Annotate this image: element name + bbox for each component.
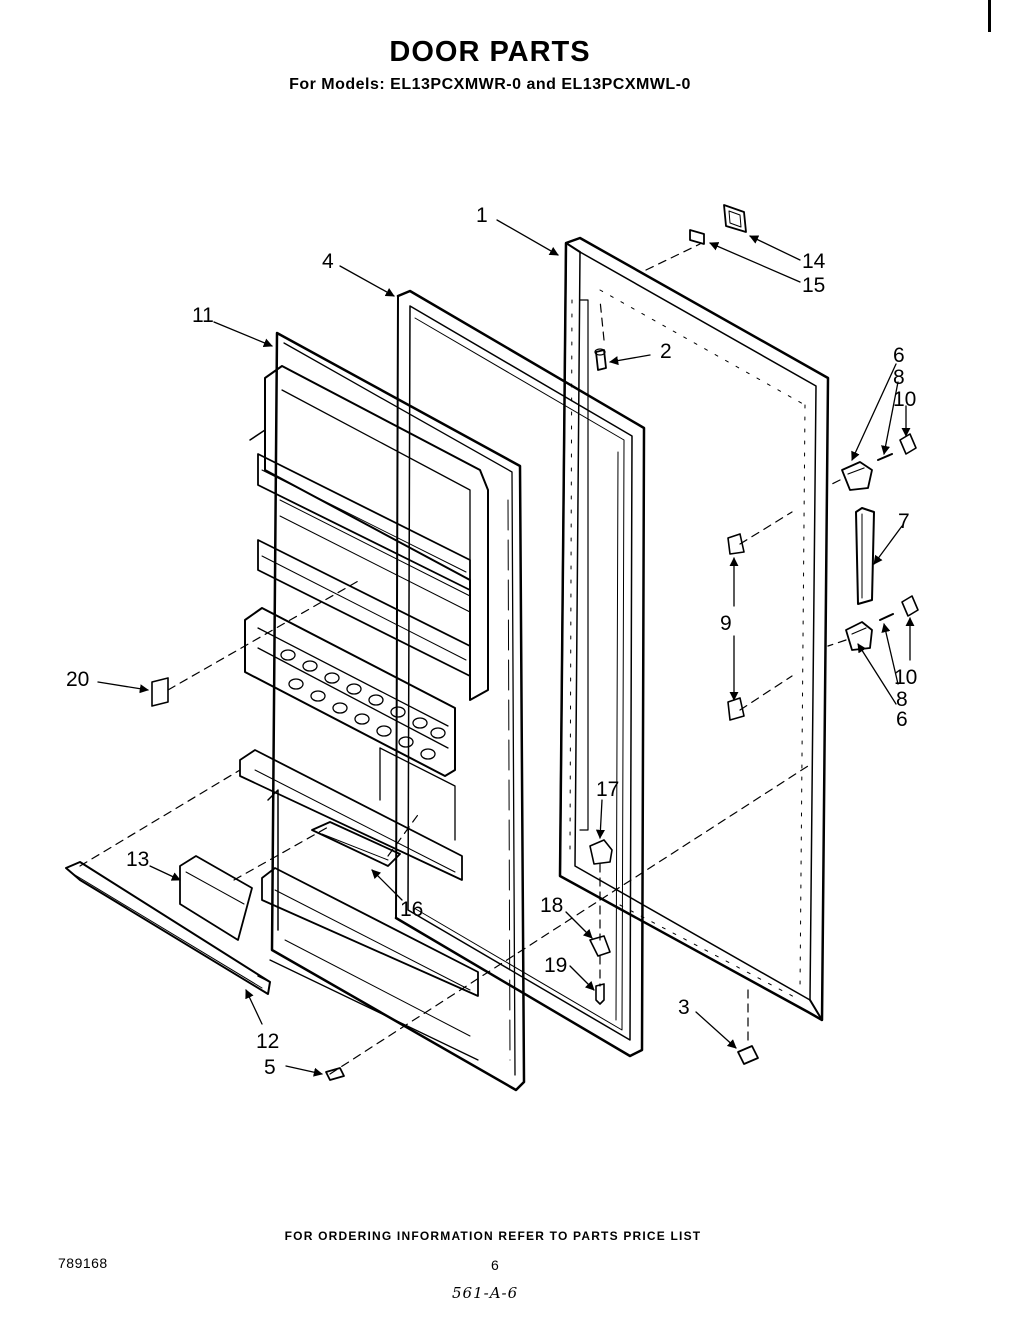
callout-10-bottom: 10 <box>894 666 917 689</box>
ordering-info-footer: FOR ORDERING INFORMATION REFER TO PARTS … <box>284 1229 702 1243</box>
callout-4: 4 <box>322 250 334 273</box>
callout-13: 13 <box>126 848 149 871</box>
callout-18: 18 <box>540 894 563 917</box>
callout-10-top: 10 <box>893 388 916 411</box>
callout-3: 3 <box>678 996 690 1019</box>
callout-20: 20 <box>66 668 89 691</box>
door-gasket <box>394 289 646 1058</box>
outer-door-panel <box>558 236 830 1022</box>
shelf-rail-16 <box>311 821 401 867</box>
callout-11: 11 <box>192 304 214 327</box>
label-20 <box>151 677 169 707</box>
shelf-bar-12 <box>65 861 271 995</box>
page-title: DOOR PARTS <box>389 36 591 68</box>
models-subtitle: For Models: EL13PCXMWR-0 and EL13PCXMWL-… <box>289 76 691 93</box>
bushing-2 <box>594 348 607 371</box>
bracket-18 <box>589 935 611 957</box>
bracket-17 <box>589 839 613 865</box>
callout-6-top: 6 <box>893 344 905 367</box>
callout-8-bottom: 8 <box>896 688 908 711</box>
page-number: 6 <box>491 1257 499 1273</box>
screw-5 <box>325 1067 345 1081</box>
callout-leaders <box>97 219 915 1077</box>
callout-14: 14 <box>802 250 826 273</box>
callout-numbers: 1 4 11 14 15 2 6 8 10 7 9 10 8 6 20 17 1… <box>66 204 917 1079</box>
callout-7: 7 <box>898 510 910 533</box>
inner-door-liner <box>239 331 526 1092</box>
callout-6-bottom: 6 <box>896 708 908 731</box>
assembly-lines <box>79 243 847 1075</box>
handle-part-7 <box>855 507 875 605</box>
cap-3 <box>737 1045 759 1065</box>
plug-15 <box>689 229 705 245</box>
handwritten-note: 561-A-6 <box>452 1284 519 1302</box>
screw-19 <box>595 983 605 1005</box>
callout-9: 9 <box>720 612 732 635</box>
callout-5: 5 <box>264 1056 276 1079</box>
retainer-13 <box>179 855 253 941</box>
callout-16: 16 <box>400 898 423 921</box>
callout-2: 2 <box>660 340 672 363</box>
bottom-hinge <box>845 595 919 651</box>
top-hinge <box>841 433 917 491</box>
callout-1: 1 <box>476 204 488 227</box>
callout-17: 17 <box>596 778 619 801</box>
callout-12: 12 <box>256 1030 279 1053</box>
cover-14 <box>723 204 747 233</box>
callout-19: 19 <box>544 954 567 977</box>
clip-9-top <box>727 533 745 555</box>
callout-8-top: 8 <box>893 366 905 389</box>
document-number: 789168 <box>58 1255 108 1271</box>
page-edge-mark <box>988 0 991 32</box>
callout-15: 15 <box>802 274 825 297</box>
